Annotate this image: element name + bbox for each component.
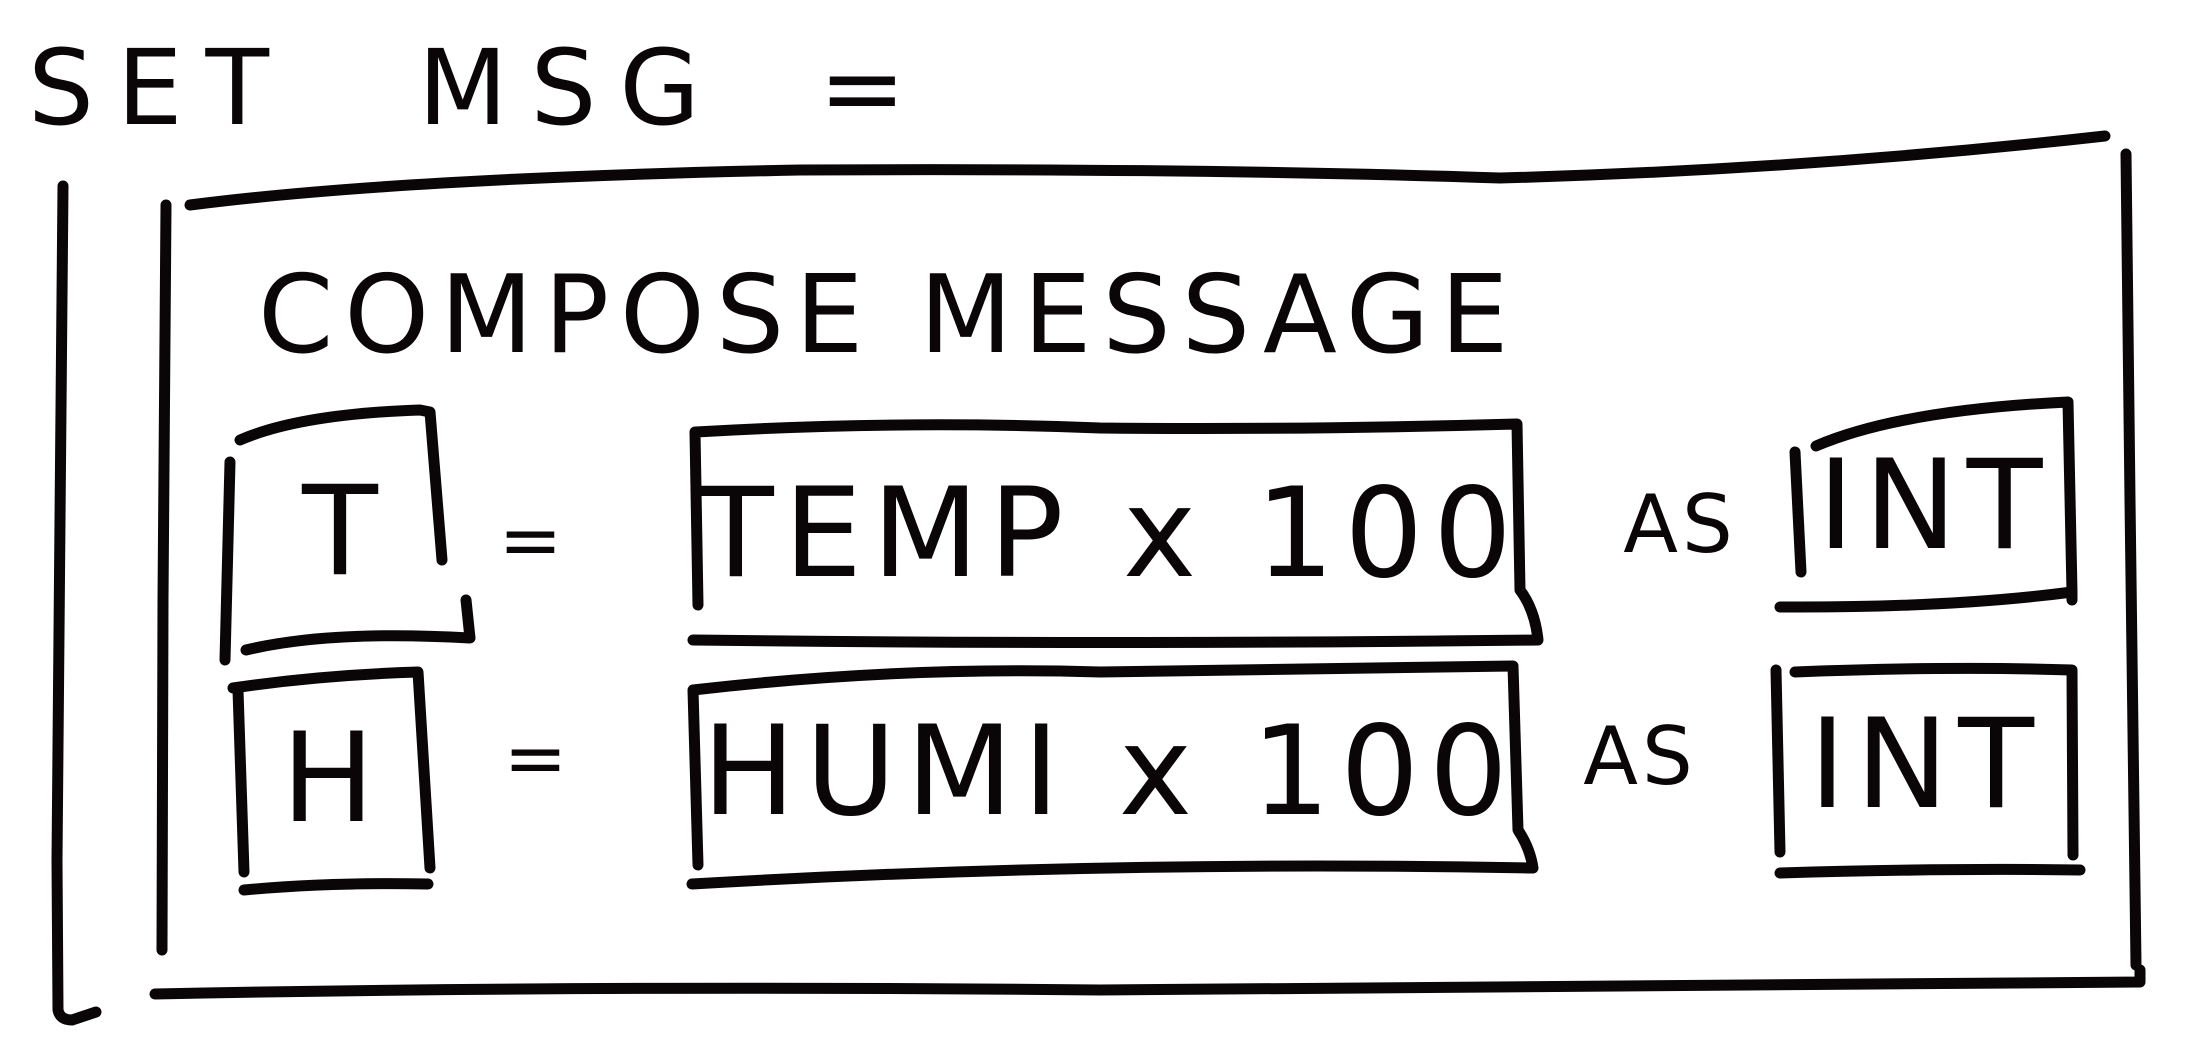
as-keyword-row-1: AS [1615,475,1745,575]
equals-sign-row-1: = [490,500,580,580]
expression-box-temp[interactable]: TEMP x 100 [698,430,1522,638]
type-label-int-1: INT [1817,433,2053,578]
compose-block-right-edge [2120,148,2142,971]
equals-text: = [503,713,577,802]
field-label-h: H [281,706,385,851]
as-keyword-row-2: AS [1575,707,1705,807]
type-box-int-2[interactable]: INT [1784,675,2069,855]
field-box-t[interactable]: T [230,418,460,646]
set-statement: SET MSG = [28,36,929,140]
type-box-int-1[interactable]: INT [1800,408,2070,603]
expression-text-humi: HUMI x 100 [702,700,1518,844]
type-label-int-2: INT [1809,693,2044,837]
equals-sign-row-2: = [495,718,585,798]
as-text: AS [1583,710,1697,803]
field-label-t: T [302,460,388,604]
equals-text: = [498,495,572,584]
compose-message-title: COMPOSE MESSAGE [258,253,1520,378]
field-box-h[interactable]: H [238,676,428,881]
outer-bracket [51,180,102,1026]
variable-name: MSG [417,27,723,149]
assign-operator: = [818,27,929,149]
set-keyword: SET [28,27,292,149]
expression-text-temp: TEMP x 100 [698,462,1522,606]
expression-box-humi[interactable]: HUMI x 100 [700,672,1520,872]
as-text: AS [1623,478,1737,571]
compose-block-bottom-edge [149,964,2146,1000]
compose-block-left-edge [156,199,172,956]
